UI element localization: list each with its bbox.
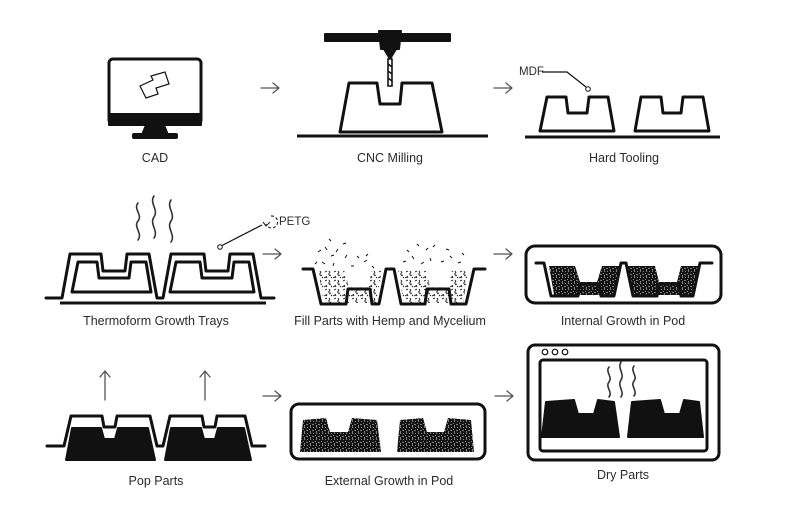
arrow-right-icon [493, 248, 513, 260]
arrow-right-icon [493, 82, 513, 94]
arrow-up-icon [99, 370, 211, 401]
growth-pod-internal [524, 244, 723, 305]
step-label-thermoform: Thermoform Growth Trays [83, 314, 229, 328]
step-label-pop-parts: Pop Parts [129, 474, 184, 488]
arrow-right-icon [260, 82, 280, 94]
cnc-mill-icon [297, 30, 488, 138]
thermoform-trays [44, 224, 276, 305]
step-label-dry-parts: Dry Parts [597, 468, 649, 482]
growth-pod-external [289, 402, 487, 461]
mdf-label: MDF [519, 66, 544, 78]
steam-icon [135, 195, 174, 243]
cad-computer-icon [107, 57, 203, 139]
arrow-right-icon [262, 390, 282, 402]
arrow-right-icon [262, 248, 282, 260]
popped-parts [45, 414, 267, 461]
step-label-internal-growth: Internal Growth in Pod [561, 314, 685, 328]
step-label-external-growth: External Growth in Pod [325, 474, 454, 488]
hard-tooling-molds [525, 71, 720, 139]
step-label-fill-parts: Fill Parts with Hemp and Mycelium [294, 314, 486, 328]
arrow-right-icon [494, 390, 514, 402]
step-label-cnc: CNC Milling [357, 151, 423, 165]
steam-icon [607, 361, 636, 398]
drying-oven [526, 343, 721, 462]
recycle-icon [262, 215, 279, 229]
filled-trays [301, 238, 487, 306]
step-label-cad: CAD [142, 151, 168, 165]
petg-label: PETG [279, 216, 310, 228]
step-label-hard-tooling: Hard Tooling [589, 151, 659, 165]
